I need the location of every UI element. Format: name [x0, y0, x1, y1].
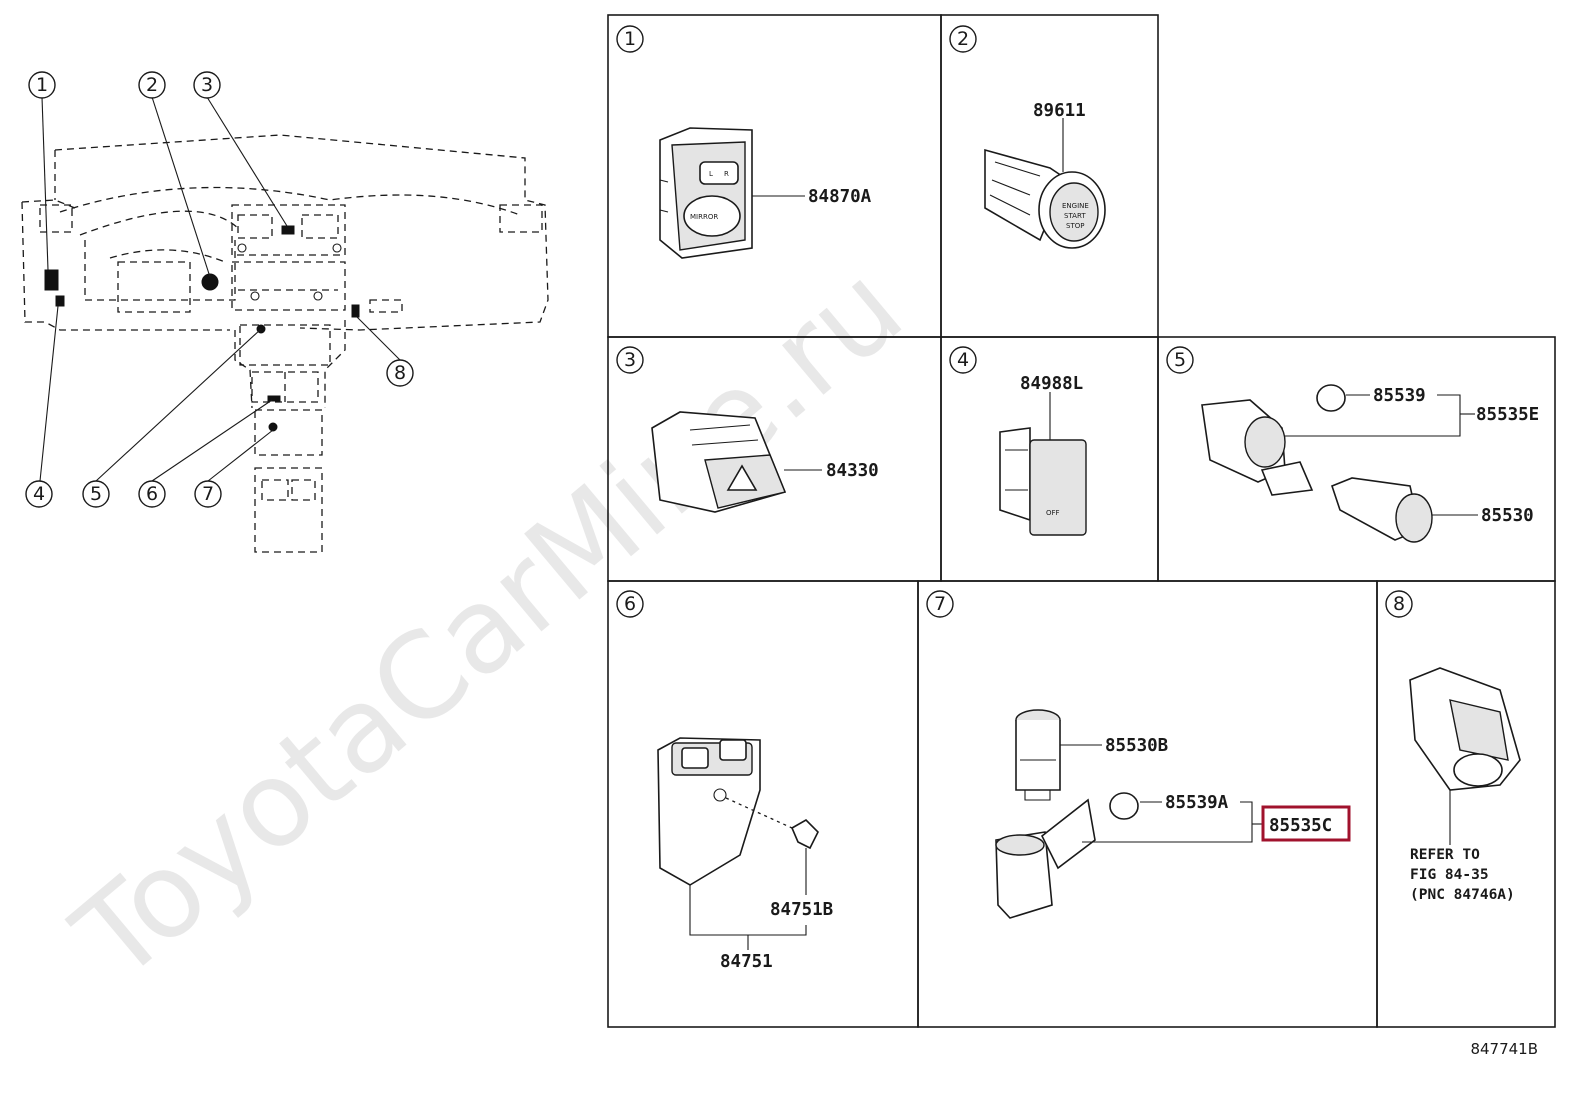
highlight-box: [1261, 805, 1351, 842]
callout-circle-4: [25, 480, 53, 508]
panel-number-circle: [1385, 590, 1413, 618]
panel-number: 8: [1393, 593, 1405, 615]
vsc-off-switch-part: OFF: [999, 427, 1087, 536]
panel-number: 4: [957, 349, 969, 371]
panel-number: 2: [957, 28, 969, 50]
svg-text:L: L: [709, 170, 713, 178]
panel-6: 6 84751B 84751: [616, 590, 833, 972]
panel-number: 5: [1174, 349, 1186, 371]
clip-part: [790, 819, 819, 850]
overview-callouts: 1 2 3 4 5 6 7 8: [25, 71, 414, 508]
panel-4: 4 OFF 84988L: [949, 346, 1087, 536]
power-outlet-receptacle-part: [1331, 477, 1433, 543]
panel-1: 1 L R MIRROR 84870A: [616, 25, 872, 259]
callout-circle-7: [194, 480, 222, 508]
seat-heater-switch-part: [657, 737, 761, 886]
part-number-84330: 84330: [826, 461, 879, 481]
part-number-84751B: 84751B: [770, 900, 833, 920]
panel-8: 8 REFER TO FIG 84-35 (PNC 84746A): [1385, 590, 1521, 903]
callout-label-6: 6: [146, 483, 158, 505]
callout-circle-6: [138, 480, 166, 508]
part-number-85539: 85539: [1373, 386, 1426, 406]
callout-label-5: 5: [90, 483, 102, 505]
reference-note-line-1: REFER TO: [1410, 847, 1480, 863]
callout-circle-8: [386, 359, 414, 387]
figure-reference: 847741B: [1470, 1040, 1538, 1058]
panel-2: 2 ENGINE START STOP 89611: [949, 25, 1106, 249]
part-number-84988L: 84988L: [1020, 374, 1083, 394]
svg-text:STOP: STOP: [1066, 222, 1084, 230]
svg-text:R: R: [724, 170, 729, 178]
dashboard-overview: [21, 96, 549, 553]
panel-number-circle: [949, 346, 977, 374]
callout-circle-5: [82, 480, 110, 508]
panel-number: 7: [934, 593, 946, 615]
panel-number: 6: [624, 593, 636, 615]
panel-number-circle: [1166, 346, 1194, 374]
callout-label-4: 4: [33, 483, 45, 505]
hazard-switch-part: [651, 411, 787, 513]
panel-number-circle: [926, 590, 954, 618]
panel-5: 5 85539 85535E 85530: [1166, 346, 1539, 543]
part-number-85539A: 85539A: [1165, 793, 1229, 813]
callout-label-8: 8: [394, 362, 406, 384]
part-number-85535C: 85535C: [1269, 816, 1332, 836]
panel-number-circle: [616, 590, 644, 618]
panel-grid: [607, 14, 1556, 1028]
callout-circle-2: [138, 71, 166, 99]
outlet-cover-gasket: [1316, 384, 1346, 412]
panel-number: 3: [624, 349, 636, 371]
reference-note-line-2: FIG 84-35: [1410, 867, 1489, 883]
callout-circle-3: [193, 71, 221, 99]
svg-text:START: START: [1064, 212, 1086, 220]
callout-label-2: 2: [146, 74, 158, 96]
panel-3: 3 84330: [616, 346, 879, 513]
svg-text:OFF: OFF: [1046, 509, 1060, 517]
start-stop-switch-part: ENGINE START STOP: [984, 148, 1106, 249]
switch-reference-part: [1409, 667, 1521, 791]
part-number-84870A: 84870A: [808, 187, 872, 207]
callout-label-3: 3: [201, 74, 213, 96]
part-number-84751: 84751: [720, 952, 773, 972]
callout-label-7: 7: [202, 483, 214, 505]
panel-number: 1: [624, 28, 636, 50]
part-number-85535E: 85535E: [1476, 405, 1539, 425]
panel-number-circle: [949, 25, 977, 53]
reference-note-line-3: (PNC 84746A): [1410, 887, 1515, 903]
callout-label-1: 1: [36, 74, 48, 96]
part-number-85530B: 85530B: [1105, 736, 1168, 756]
mirror-switch-part: L R MIRROR: [659, 127, 753, 259]
part-number-85530: 85530: [1481, 506, 1534, 526]
outlet-socket-part: [995, 798, 1096, 919]
callout-circle-1: [28, 71, 56, 99]
outlet-gasket: [1109, 792, 1139, 820]
svg-text:ENGINE: ENGINE: [1062, 202, 1089, 210]
part-number-89611: 89611: [1033, 101, 1086, 121]
panel-number-circle: [616, 25, 644, 53]
watermark-text: ToyotaCarMine.ru: [49, 238, 928, 1007]
panel-7: 7 85530B 85539A 85535C: [926, 590, 1351, 919]
switch-label: MIRROR: [690, 213, 718, 221]
power-outlet-socket-part: [1201, 399, 1314, 496]
outlet-receptacle-part: [1015, 709, 1061, 801]
panel-number-circle: [616, 346, 644, 374]
